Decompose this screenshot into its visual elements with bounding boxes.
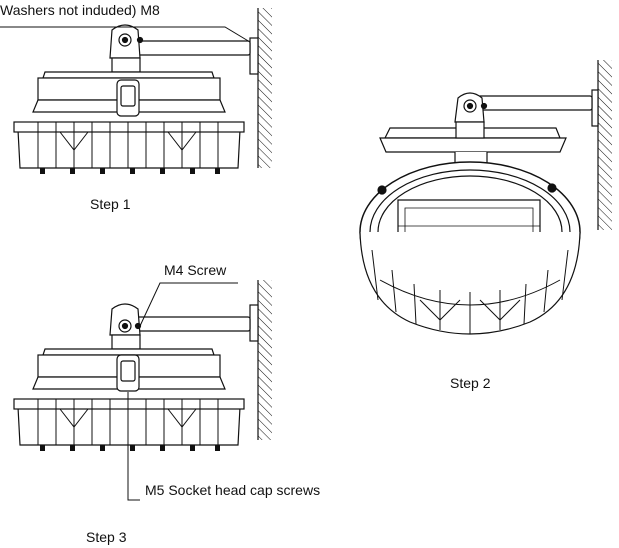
- step2-label: Step 2: [450, 375, 491, 391]
- step1-label: Step 1: [90, 196, 131, 212]
- step1-wall-plate: [249, 37, 259, 75]
- step1-housing-top: [42, 71, 215, 79]
- step2-wall: [598, 60, 612, 230]
- washers-leader: [0, 26, 251, 43]
- m5-screws-label: M5 Socket head cap screws: [145, 482, 321, 498]
- step3-heatsink: [17, 406, 241, 446]
- step1-wall: [258, 8, 272, 168]
- m4-leader: [139, 282, 238, 327]
- step3-figure: [13, 280, 272, 501]
- step1-latch: [116, 79, 140, 117]
- step2-figure: [359, 60, 612, 335]
- m5-leader: [127, 392, 140, 501]
- step1-figure: [0, 8, 272, 174]
- m4-screw-label: M4 Screw: [164, 262, 227, 278]
- washers-label: Washers not induded) M8: [0, 2, 160, 18]
- step3-housing-top: [42, 348, 215, 356]
- step3-label: Step 3: [86, 529, 127, 545]
- step2-mount-arm: [477, 95, 593, 111]
- step3-latch: [116, 354, 140, 392]
- step1-heatsink: [17, 129, 241, 169]
- step3-wall: [258, 280, 272, 440]
